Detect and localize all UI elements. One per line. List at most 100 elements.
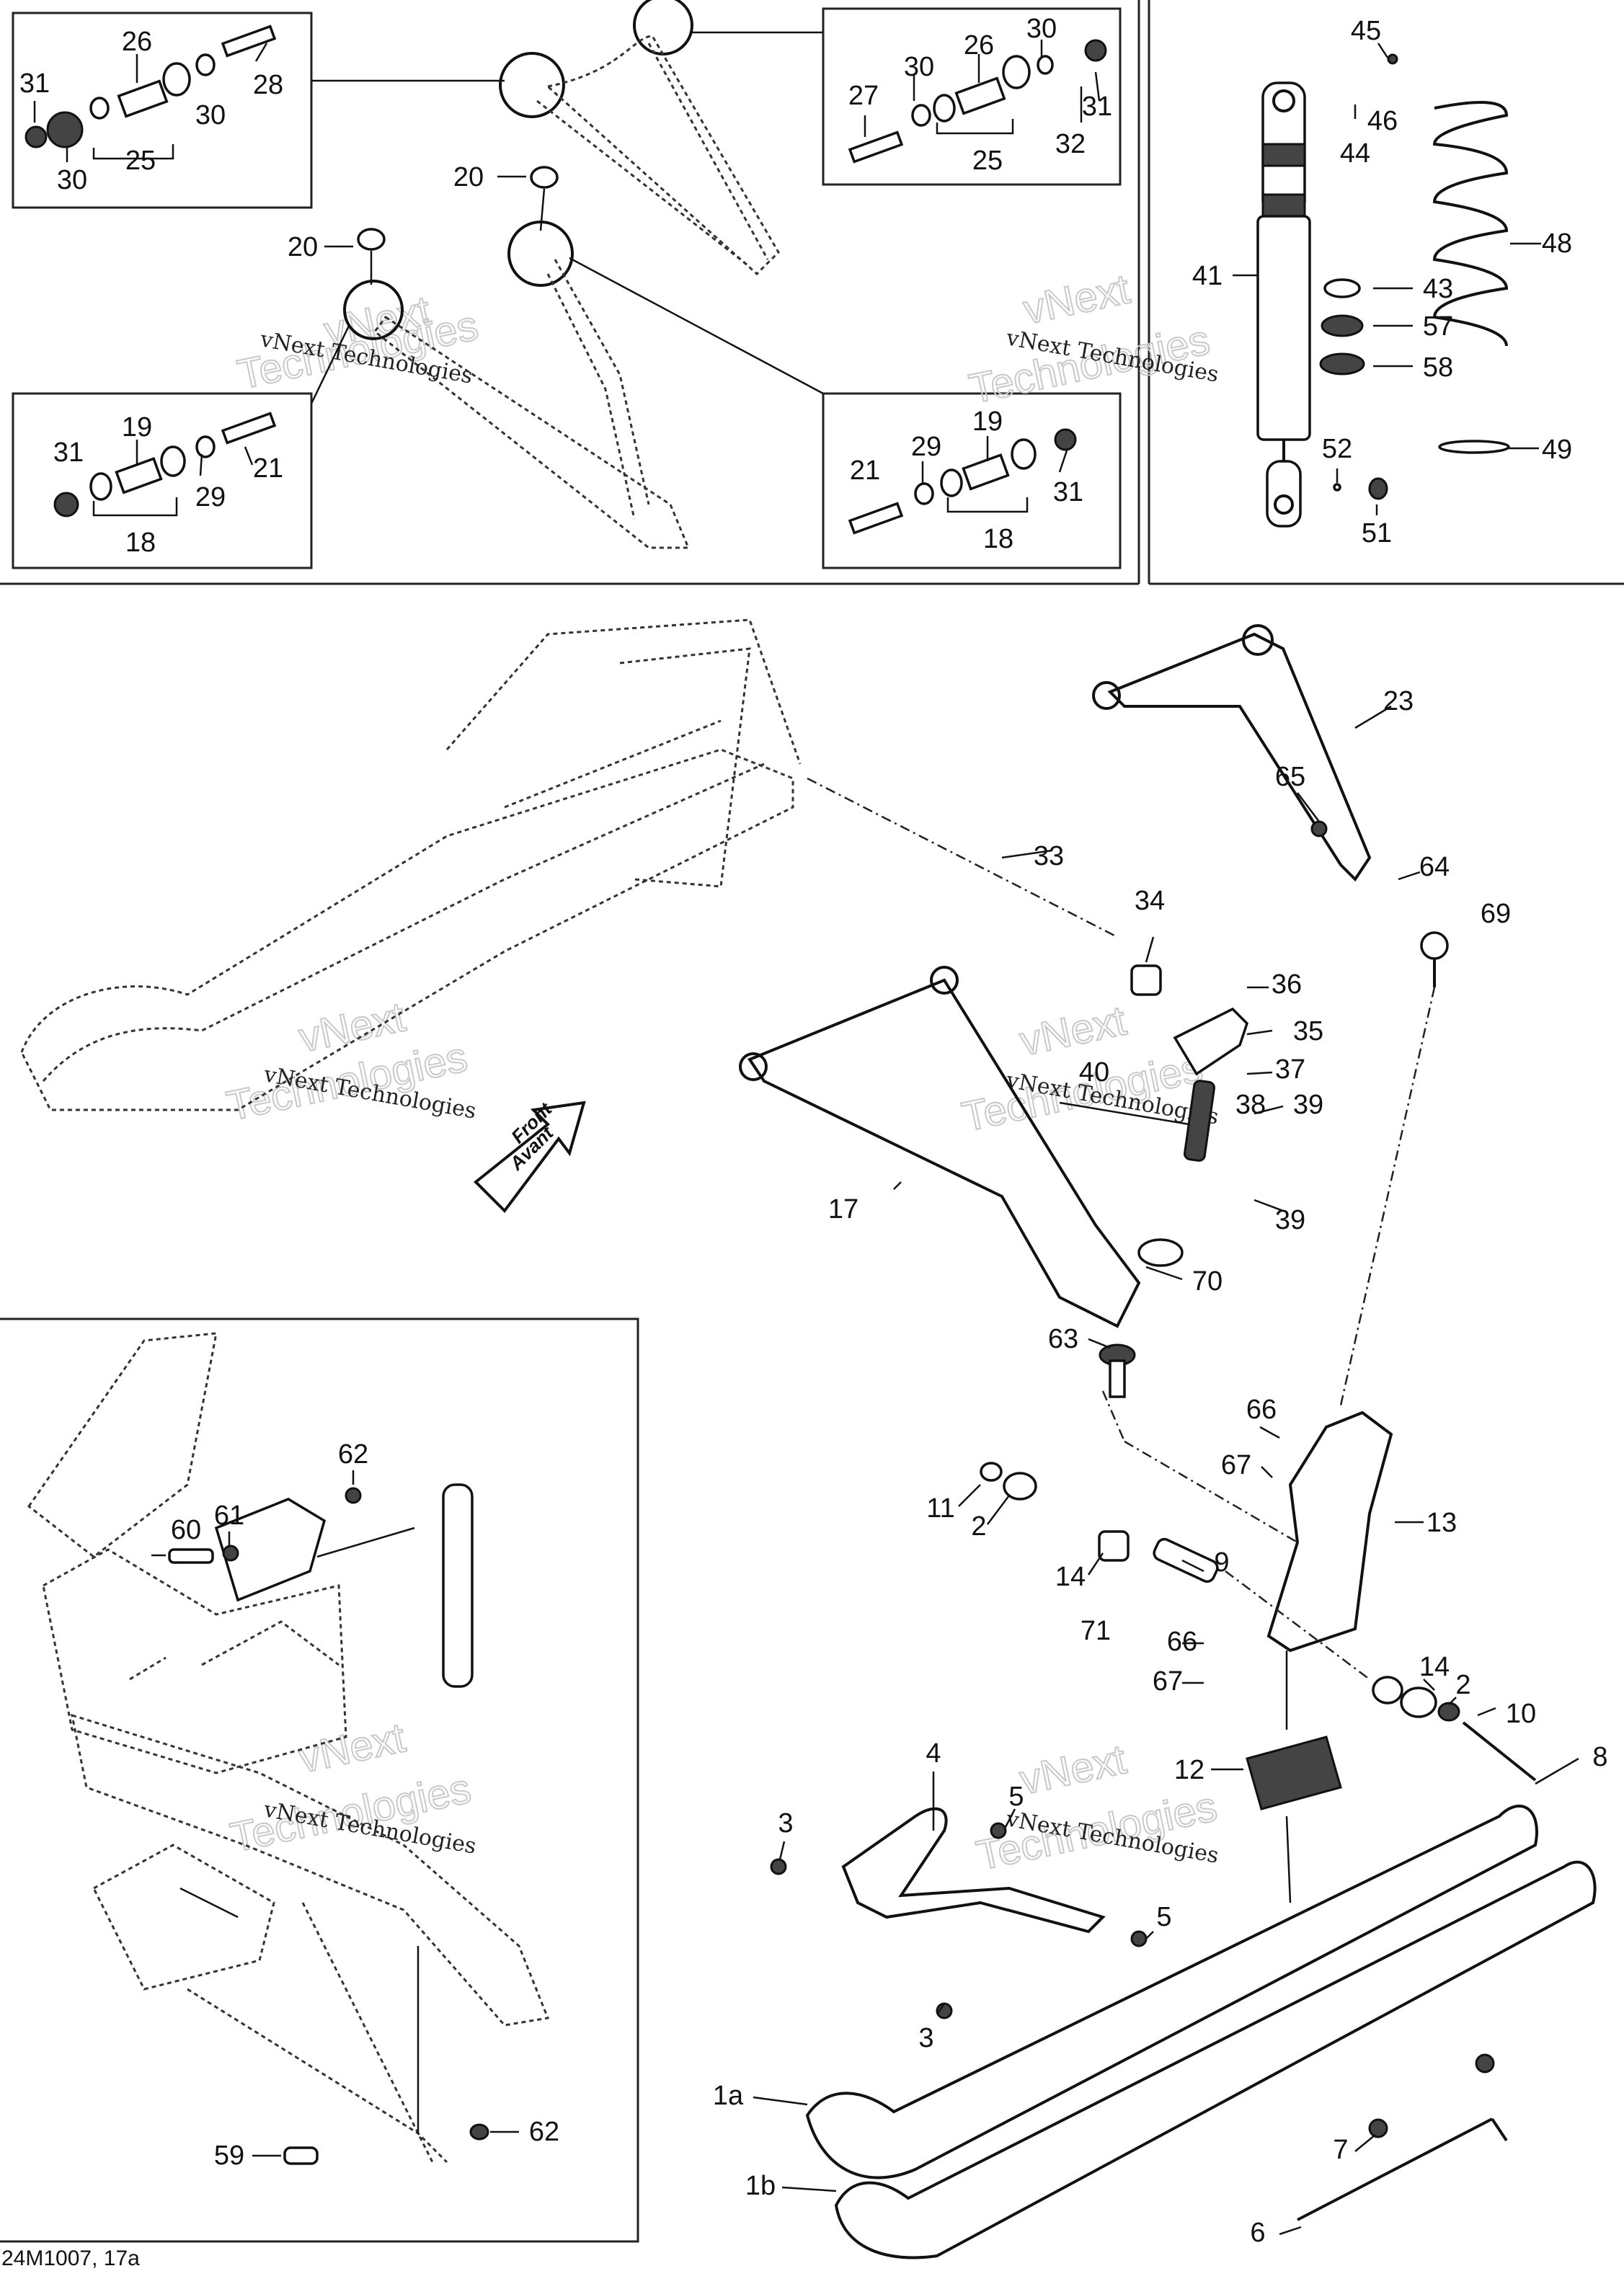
inset-drawing <box>27 1332 550 2165</box>
label-31: 31 <box>1082 92 1112 122</box>
label-10: 10 <box>1506 1699 1536 1729</box>
label-36: 36 <box>1272 969 1302 1000</box>
label-13: 13 <box>1426 1508 1457 1538</box>
label-12: 12 <box>1174 1755 1204 1785</box>
label-51: 51 <box>1362 518 1392 548</box>
label-41: 41 <box>1192 261 1223 291</box>
drawing-code: 24M1007, 17a <box>1 2246 140 2270</box>
label-69: 69 <box>1481 899 1511 929</box>
label-30: 30 <box>195 100 226 130</box>
detail-box-bushing-21-left <box>12 392 313 569</box>
ski-drawing <box>770 1804 1597 2259</box>
label-62: 62 <box>529 2117 559 2147</box>
label-30: 30 <box>1026 14 1057 44</box>
label-62: 62 <box>338 1439 368 1470</box>
label-59: 59 <box>214 2141 244 2171</box>
label-57: 57 <box>1423 311 1453 342</box>
watermarks: vNext Technologies vNext Technologies vN… <box>222 265 1222 1880</box>
label-40: 40 <box>1079 1057 1109 1088</box>
label-3: 3 <box>918 2023 933 2053</box>
detail-box-bushing-28 <box>12 12 313 209</box>
label-31: 31 <box>1053 477 1083 507</box>
label-18: 18 <box>125 528 156 558</box>
label-35: 35 <box>1293 1016 1323 1046</box>
label-30: 30 <box>57 165 87 195</box>
label-33: 33 <box>1034 841 1064 871</box>
label-1b: 1b <box>745 2171 776 2201</box>
label-58: 58 <box>1423 352 1453 383</box>
label-27: 27 <box>848 81 879 111</box>
label-49: 49 <box>1542 435 1572 465</box>
label-19: 19 <box>972 406 1003 437</box>
label-31: 31 <box>19 68 50 99</box>
label-31: 31 <box>53 437 84 468</box>
label-14: 14 <box>1419 1652 1450 1682</box>
label-2: 2 <box>971 1511 986 1542</box>
label-66: 66 <box>1167 1627 1197 1657</box>
coil-spring <box>1432 101 1509 347</box>
watermark-big: vNext <box>1019 265 1134 333</box>
label-21: 21 <box>850 455 880 486</box>
label-65: 65 <box>1275 762 1305 792</box>
detail-box-bushing-27 <box>822 7 1122 186</box>
label-70: 70 <box>1192 1266 1223 1297</box>
label-64: 64 <box>1419 852 1450 882</box>
label-26: 26 <box>964 30 994 61</box>
upper-a-arm <box>1107 632 1372 882</box>
shock-panel-drawing <box>1256 53 1510 528</box>
pivot-circle <box>343 280 404 340</box>
label-20: 20 <box>453 162 484 192</box>
label-6: 6 <box>1250 2218 1265 2248</box>
label-39: 39 <box>1293 1090 1323 1120</box>
pivot-circle <box>499 52 565 118</box>
ski-1a <box>805 1804 1538 2179</box>
label-28: 28 <box>253 70 283 100</box>
label-44: 44 <box>1340 138 1370 169</box>
label-45: 45 <box>1351 16 1381 46</box>
label-39: 39 <box>1275 1205 1305 1235</box>
label-43: 43 <box>1423 274 1453 304</box>
label-1a: 1a <box>713 2081 744 2111</box>
label-26: 26 <box>122 27 152 57</box>
label-67: 67 <box>1153 1666 1183 1697</box>
label-52: 52 <box>1322 434 1352 464</box>
label-34: 34 <box>1135 886 1165 916</box>
lower-a-arm <box>747 978 1141 1328</box>
label-11: 11 <box>926 1493 954 1524</box>
label-23: 23 <box>1383 686 1414 716</box>
label-20: 20 <box>288 232 318 262</box>
inset-shock <box>442 1483 474 1688</box>
label-66: 66 <box>1246 1395 1277 1425</box>
label-71: 71 <box>1081 1616 1111 1646</box>
label-8: 8 <box>1592 1742 1607 1772</box>
ski-1b <box>834 1860 1597 2259</box>
ski-handle <box>841 1807 1106 1934</box>
label-2: 2 <box>1455 1670 1470 1700</box>
label-29: 29 <box>911 432 941 462</box>
detail-bushings <box>25 25 1107 535</box>
label-32: 32 <box>1055 129 1086 159</box>
label-14: 14 <box>1055 1562 1086 1592</box>
label-60: 60 <box>171 1515 201 1545</box>
spindle <box>1266 1410 1393 1653</box>
label-9: 9 <box>1214 1547 1229 1578</box>
label-4: 4 <box>926 1738 941 1769</box>
label-7: 7 <box>1333 2135 1348 2165</box>
label-17: 17 <box>828 1194 858 1225</box>
label-19: 19 <box>122 412 152 443</box>
leader-lines <box>33 40 1579 2236</box>
label-61: 61 <box>214 1501 244 1531</box>
label-21: 21 <box>253 453 283 484</box>
label-18: 18 <box>983 524 1013 554</box>
pivot-circle <box>507 221 574 287</box>
pivot-circle <box>633 0 693 55</box>
label-48: 48 <box>1542 228 1572 259</box>
wear-pad <box>1246 1736 1342 1810</box>
label-25: 25 <box>972 146 1003 176</box>
label-5: 5 <box>1156 1902 1171 1932</box>
detail-box-bushing-21-right <box>822 392 1122 569</box>
front-arrow-shape <box>474 1101 586 1214</box>
label-38: 38 <box>1235 1090 1266 1120</box>
